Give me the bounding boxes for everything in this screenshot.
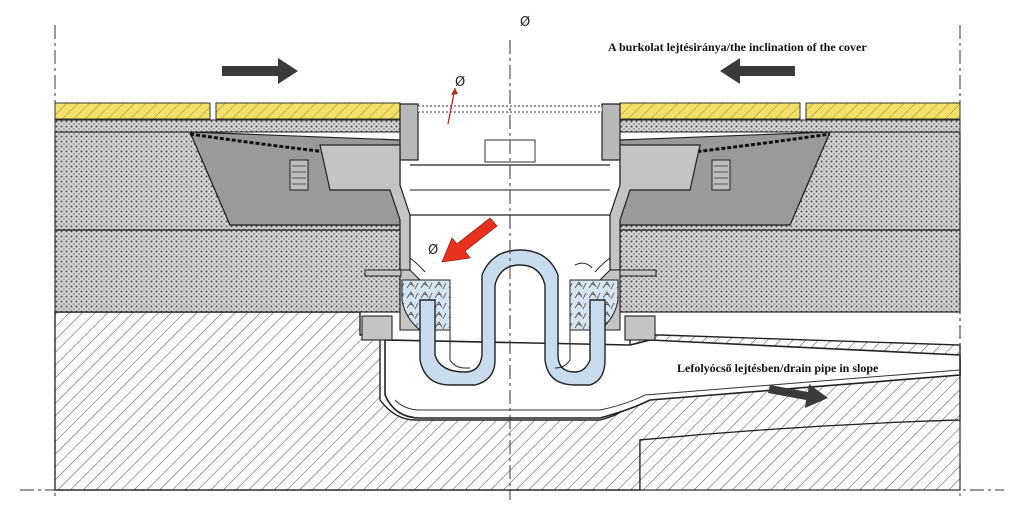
diameter-inner-symbol: Ø	[428, 243, 438, 258]
airflow-arrows	[409, 87, 611, 273]
flow-arrow	[441, 217, 498, 263]
cover-inclination-label: A burkolat lejtésiránya/the inclination …	[608, 40, 867, 54]
diameter-top-symbol: Ø	[520, 15, 530, 30]
floor-tiles	[54, 102, 961, 120]
direction-arrows	[222, 58, 828, 408]
red-arrow-icon	[441, 217, 498, 263]
arrow-right-left-icon	[222, 58, 298, 84]
water-trap	[419, 249, 606, 386]
construction-lines	[20, 25, 1004, 500]
drain-pipe	[384, 339, 961, 419]
drain-pipe-slope-label: Lefolyócső lejtésben/drain pipe in slope	[677, 361, 879, 375]
diameter-grate-symbol: Ø	[455, 75, 465, 90]
arrow-pipe-slope-icon	[768, 384, 828, 408]
arrow-left-right-icon	[720, 58, 795, 84]
